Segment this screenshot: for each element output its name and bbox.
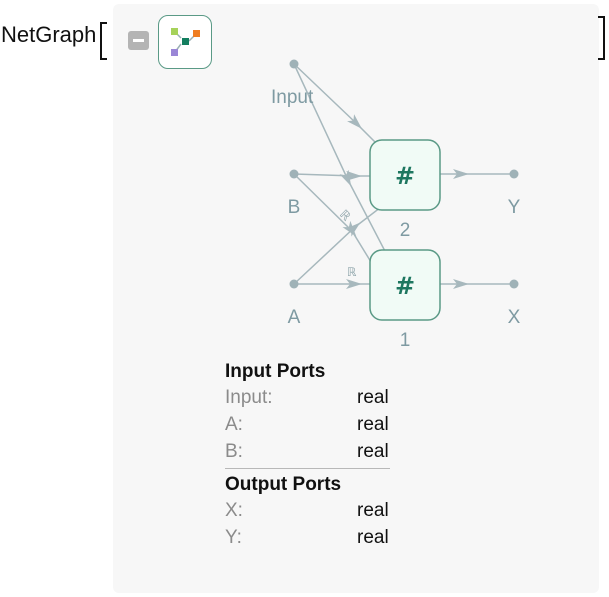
port-type: real	[357, 527, 389, 548]
port-name: B:	[225, 441, 243, 462]
right-bracket	[598, 16, 605, 60]
graph-icon-button[interactable]	[158, 15, 212, 69]
port-type: real	[357, 414, 389, 435]
port-name: X:	[225, 500, 243, 521]
function-name: NetGraph	[1, 22, 97, 47]
input-ports-heading: Input Ports	[225, 361, 326, 382]
collapse-toggle-button[interactable]	[128, 31, 149, 50]
x-port-dot	[509, 279, 519, 289]
input-port-row: B: real	[225, 438, 395, 465]
edge-type-label: ℝ	[337, 207, 354, 224]
y-port-dot	[509, 169, 519, 179]
b-port-label: B	[288, 197, 301, 218]
node-2-symbol: #	[395, 162, 415, 190]
edge-b-to-node2	[293, 170, 372, 181]
port-name: Y:	[225, 527, 242, 548]
left-bracket	[100, 22, 107, 60]
edge-input-to-node2	[293, 63, 381, 148]
input-port-row: Input: real	[225, 384, 395, 411]
edge-a-to-node2	[293, 203, 386, 285]
ports-divider	[225, 468, 390, 469]
graph-icon	[171, 28, 200, 56]
node-2-index: 2	[400, 220, 411, 241]
input-port-label: Input	[271, 87, 314, 108]
ports-table: Input Ports Input: real A: real B: real …	[225, 360, 395, 551]
layer-node-1[interactable]	[369, 249, 441, 321]
y-port-label: Y	[508, 197, 521, 218]
a-port-label: A	[288, 307, 301, 328]
output-ports-heading: Output Ports	[225, 474, 342, 495]
input-port-dot	[289, 59, 299, 69]
layer-node-2[interactable]	[369, 139, 441, 211]
port-name: Input:	[225, 387, 273, 408]
a-port-dot	[289, 279, 299, 289]
port-name: A:	[225, 414, 243, 435]
output-port-row: Y: real	[225, 524, 395, 551]
node-1-symbol: #	[395, 272, 415, 300]
input-port-row: A: real	[225, 411, 395, 438]
port-type: real	[357, 441, 389, 462]
port-type: real	[357, 387, 389, 408]
b-port-dot	[289, 169, 299, 179]
output-port-row: X: real	[225, 497, 395, 524]
port-type: real	[357, 500, 389, 521]
x-port-label: X	[508, 307, 521, 328]
netgraph-panel	[113, 4, 599, 593]
node-1-index: 1	[400, 330, 411, 351]
edge-type-label: ℝ	[347, 265, 357, 279]
